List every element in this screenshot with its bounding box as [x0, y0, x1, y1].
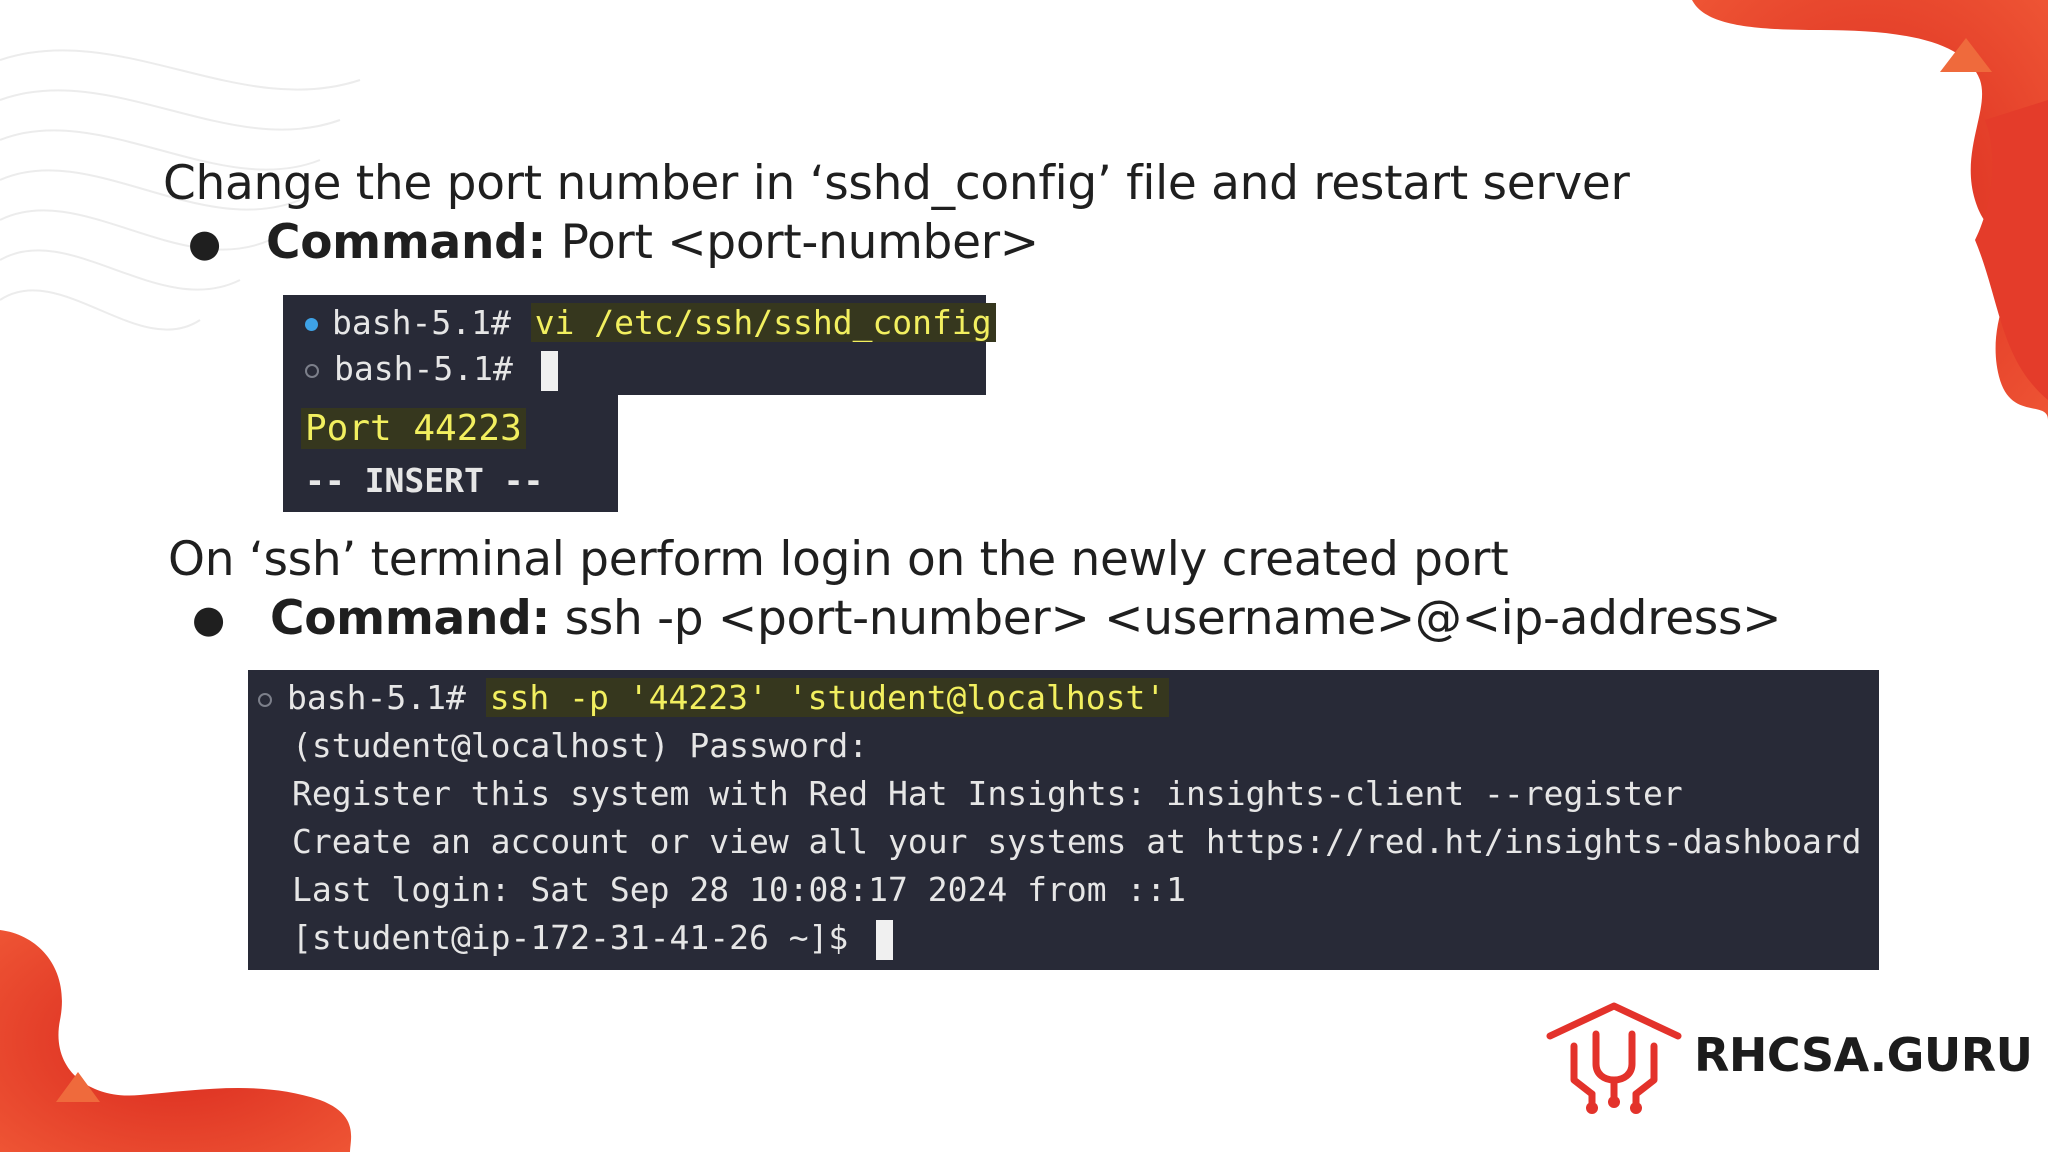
cursor-block [876, 919, 894, 960]
heading-change-port: Change the port number in ‘sshd_config’ … [163, 156, 1630, 211]
port-config-line: Port 44223 [301, 408, 526, 449]
editor-mode-indicator: -- INSERT -- [305, 461, 544, 500]
terminal-line: bash-5.1# ssh -p '44223' 'student@localh… [258, 674, 1170, 722]
bullet-icon: ● [188, 221, 222, 265]
triangle-icon [1940, 38, 1992, 72]
terminal-output-line: Create an account or view all your syste… [292, 822, 1862, 861]
bullet-icon: ● [192, 597, 226, 641]
terminal-prompt: bash-5.1# [287, 678, 486, 717]
terminal-line: bash-5.1# [305, 345, 558, 393]
terminal-prompt: [student@ip-172-31-41-26 ~]$ [292, 918, 869, 957]
command-text: ssh -p <port-number> <username>@<ip-addr… [549, 591, 1782, 646]
terminal-ssh-session: bash-5.1# ssh -p '44223' 'student@localh… [248, 670, 1879, 970]
terminal-line: bash-5.1# vi /etc/ssh/sshd_config [305, 299, 996, 347]
command-label: Command: [270, 591, 550, 646]
graduation-cap-logo-icon [1546, 1002, 1682, 1114]
command-text: Port <port-number> [545, 215, 1040, 270]
terminal-output-line: Register this system with Red Hat Insigh… [292, 774, 1683, 813]
brand-name: RHCSA.GURU [1694, 1028, 2033, 1082]
terminal-output-line: (student@localhost) Password: [292, 726, 869, 765]
status-dot-icon [305, 318, 318, 331]
terminal-line: [student@ip-172-31-41-26 ~]$ [292, 914, 894, 962]
command-label: Command: [266, 215, 546, 270]
editor-line: Port 44223 [301, 405, 526, 453]
terminal-vi-command: bash-5.1# vi /etc/ssh/sshd_config bash-5… [283, 295, 996, 395]
terminal-command: vi /etc/ssh/sshd_config [530, 303, 996, 342]
triangle-icon [56, 1072, 100, 1102]
terminal-prompt: bash-5.1# [334, 349, 533, 388]
top-right-blob [1692, 0, 2048, 420]
cursor-block [540, 350, 558, 391]
terminal-output-line: Last login: Sat Sep 28 10:08:17 2024 fro… [292, 870, 1187, 909]
terminal-prompt: bash-5.1# [332, 303, 531, 342]
terminal-command: ssh -p '44223' 'student@localhost' [485, 678, 1170, 717]
heading-ssh-login: On ‘ssh’ terminal perform login on the n… [168, 532, 1509, 587]
vi-editor-snippet: Port 44223 -- INSERT -- [283, 395, 618, 512]
status-ring-icon [258, 692, 272, 707]
status-ring-icon [305, 363, 319, 378]
wave-lines [0, 49, 361, 331]
